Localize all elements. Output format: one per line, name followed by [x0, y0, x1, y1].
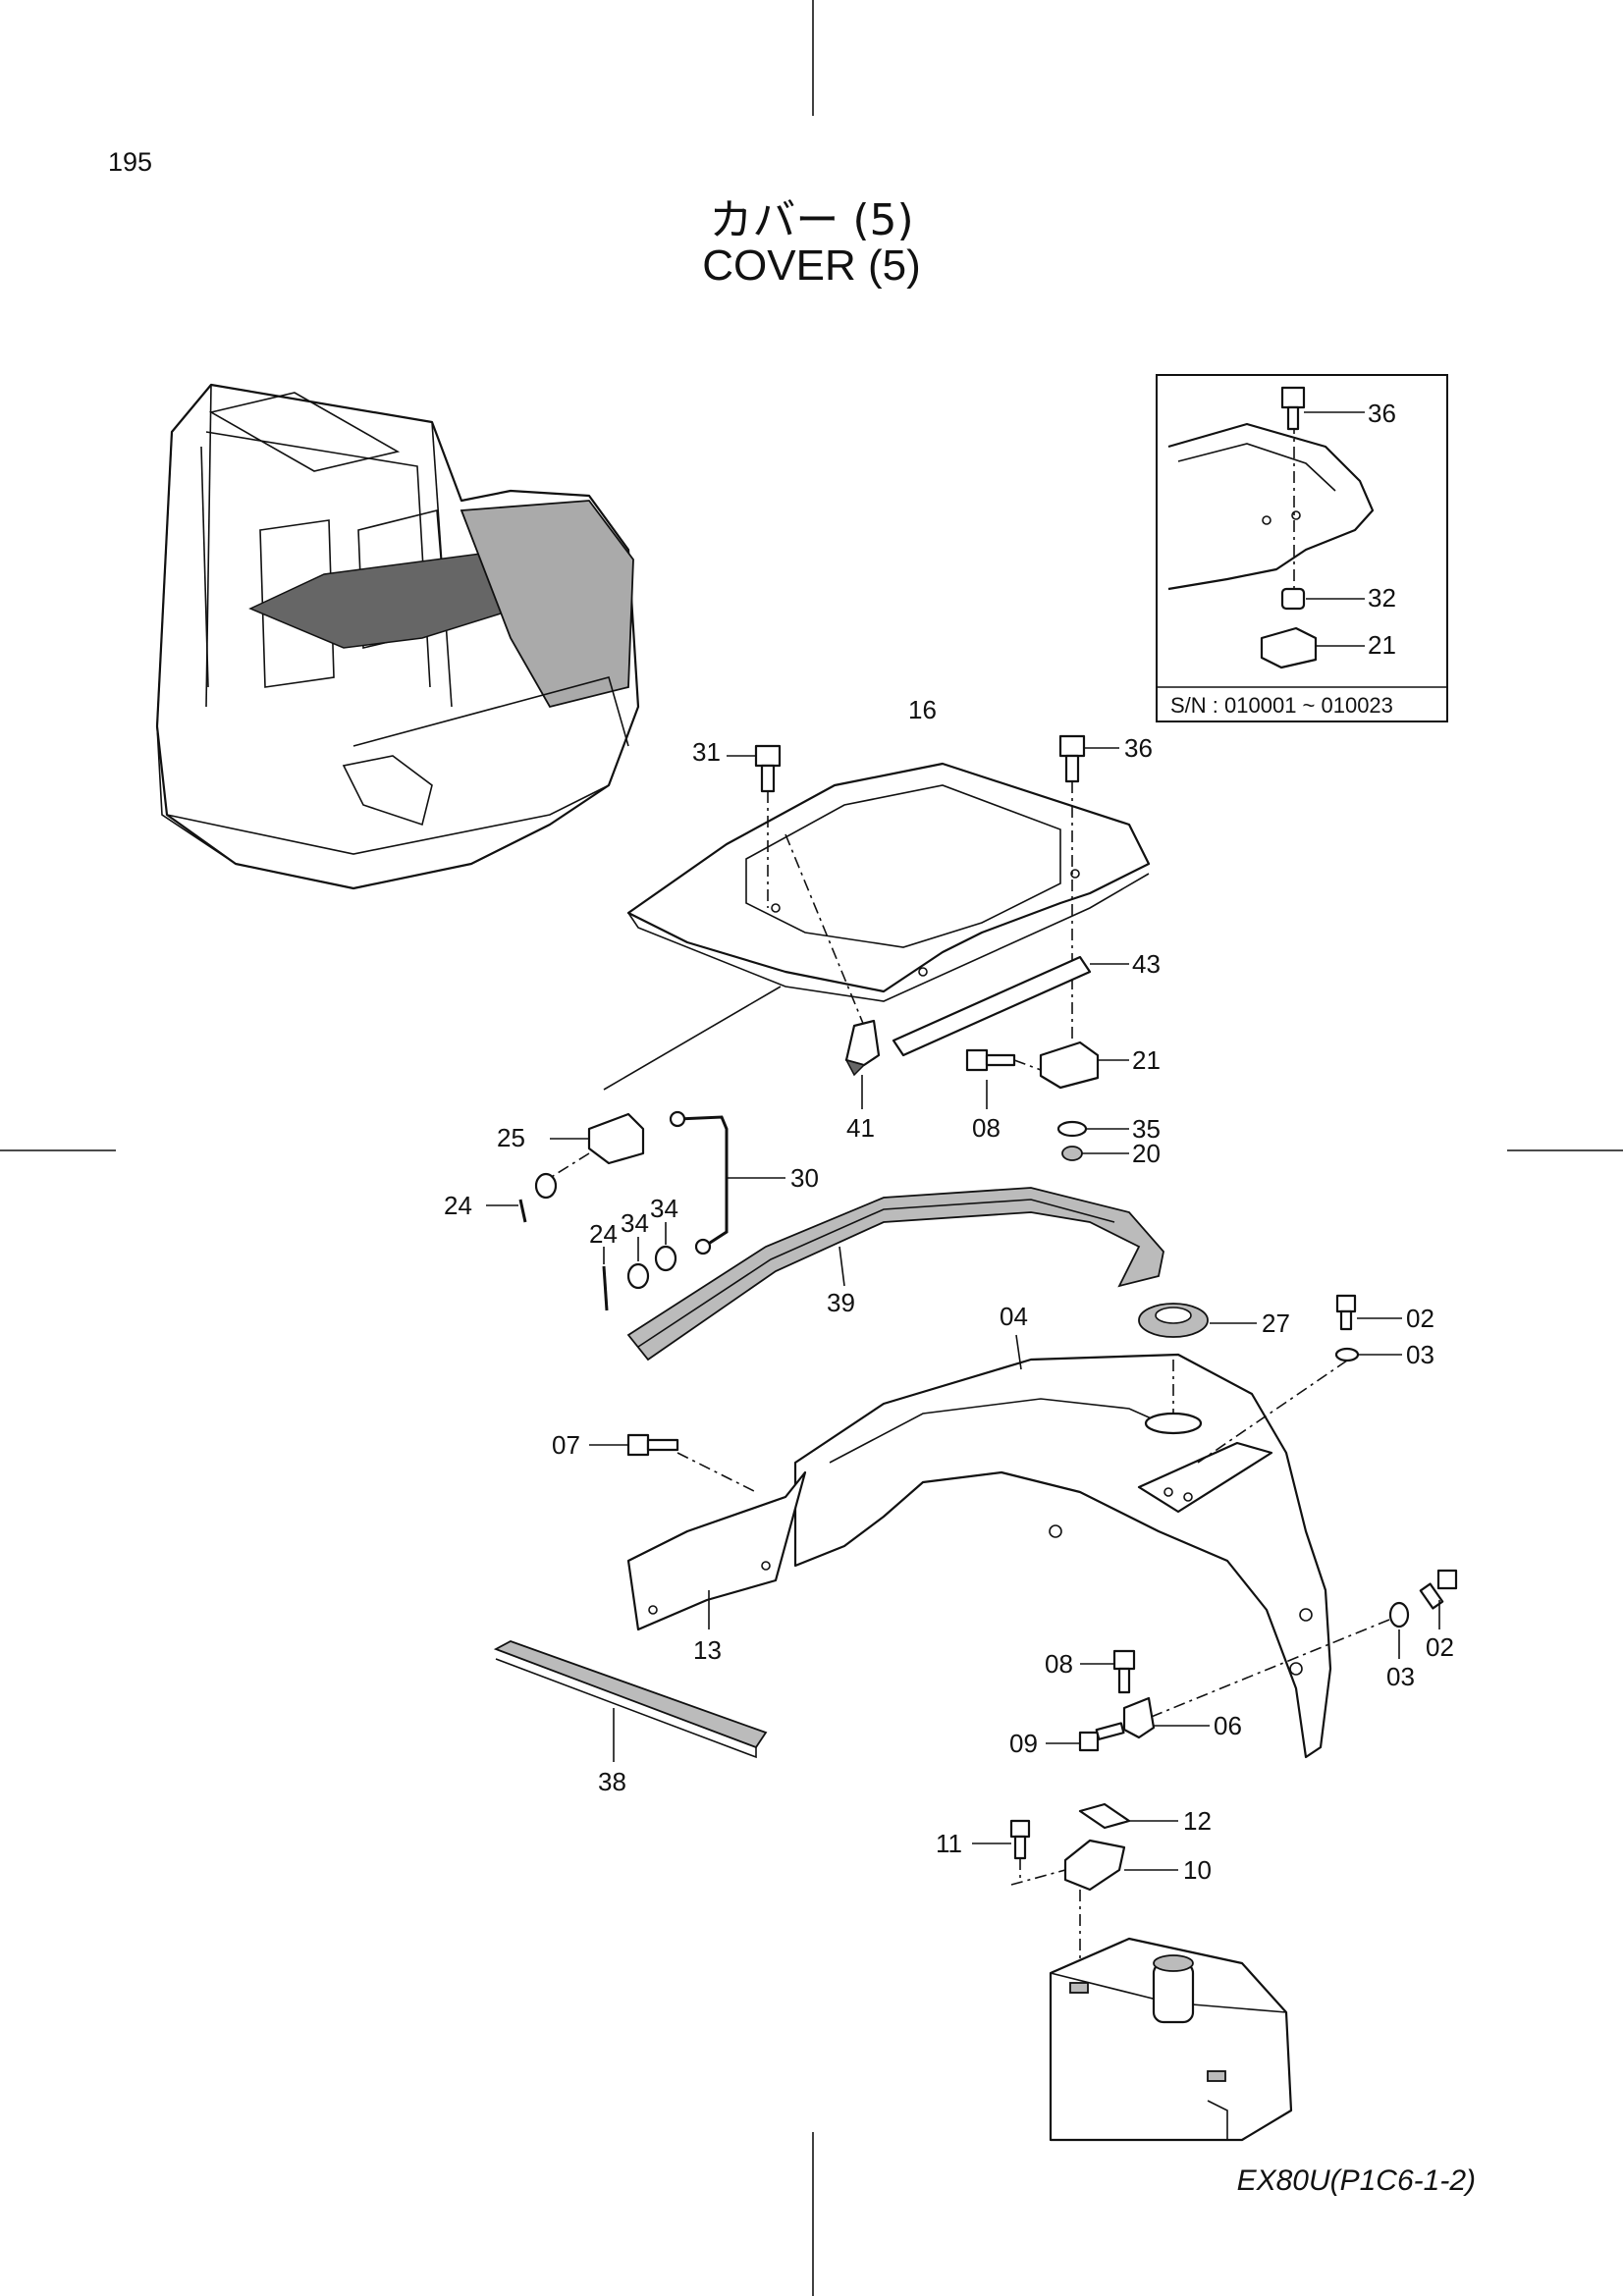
strip-part-43	[892, 955, 1129, 1057]
bolt-part-11	[972, 1819, 1066, 1886]
nut-part-20	[1061, 1146, 1129, 1161]
top-cover-part-16	[626, 762, 1151, 1002]
callout-34-left: 34	[621, 1208, 649, 1238]
serial-range-label: S/N : 010001 ~ 010023	[1170, 693, 1393, 718]
bolt-part-08-lower	[1080, 1649, 1136, 1694]
page-number: 195	[108, 147, 153, 177]
callout-02-upper: 02	[1406, 1304, 1434, 1333]
callout-16: 16	[908, 695, 937, 724]
machine-overview-illustration	[155, 383, 640, 890]
grommet-part-27	[1138, 1303, 1257, 1338]
callout-07: 07	[552, 1430, 580, 1460]
page-title-japanese: カバー (5)	[709, 195, 914, 245]
bracket-part-25	[549, 986, 782, 1179]
bolt-part-09	[1046, 1722, 1125, 1752]
callout-34-right: 34	[650, 1194, 678, 1223]
callout-43: 43	[1132, 949, 1161, 979]
callout-36: 36	[1124, 733, 1153, 763]
bolt-part-36	[1058, 734, 1119, 1041]
bracket-part-13	[626, 1470, 807, 1631]
callout-04: 04	[1000, 1302, 1028, 1331]
callout-labels: 36 32 21 S/N : 010001 ~ 010023 16 31 36 …	[444, 399, 1454, 1885]
callout-20: 20	[1132, 1139, 1161, 1168]
callout-30: 30	[790, 1163, 819, 1193]
inset-callout-32: 32	[1368, 583, 1396, 613]
callout-03-lower: 03	[1386, 1662, 1415, 1691]
callout-08-upper: 08	[972, 1113, 1001, 1143]
page-title-english: COVER (5)	[702, 241, 921, 290]
bolt-part-07	[589, 1433, 757, 1493]
inset-callout-21: 21	[1368, 630, 1396, 660]
seal-part-38	[493, 1640, 768, 1762]
inset-callout-36: 36	[1368, 399, 1396, 428]
callout-31: 31	[692, 737, 721, 767]
hinge-part-21	[1039, 1041, 1129, 1090]
fender-part-04	[793, 1334, 1332, 1759]
bolt-part-02-upper	[1335, 1294, 1402, 1331]
callout-12: 12	[1183, 1806, 1212, 1836]
washer-part-03-upper	[1197, 1347, 1402, 1464]
tank-illustration	[1049, 1937, 1293, 2142]
callout-24-left: 24	[444, 1191, 472, 1220]
callout-27: 27	[1262, 1308, 1290, 1338]
bolt-part-08-upper	[965, 1048, 1042, 1109]
bolt-part-31	[727, 744, 865, 1027]
callout-06: 06	[1214, 1711, 1242, 1740]
seal-part-39	[626, 1187, 1164, 1362]
pins-part-24	[486, 1199, 609, 1311]
callout-02-lower: 02	[1426, 1632, 1454, 1662]
callout-35: 35	[1132, 1114, 1161, 1144]
callout-10: 10	[1183, 1855, 1212, 1885]
rod-part-30	[669, 1110, 785, 1255]
callout-21: 21	[1132, 1045, 1161, 1075]
callout-03-upper: 03	[1406, 1340, 1434, 1369]
callout-11: 11	[936, 1829, 962, 1858]
callout-24-right: 24	[589, 1219, 618, 1249]
model-code: EX80U(P1C6-1-2)	[1236, 2164, 1476, 2197]
pad-part-12	[1078, 1802, 1178, 1830]
callout-08-lower: 08	[1045, 1649, 1073, 1679]
serial-inset-box	[1156, 374, 1448, 722]
washers-part-34	[534, 1172, 677, 1290]
latch-part-41	[844, 1019, 881, 1109]
washer-part-03-lower	[1148, 1601, 1410, 1719]
callout-38: 38	[598, 1767, 626, 1796]
callout-13: 13	[693, 1635, 722, 1665]
callout-41: 41	[846, 1113, 875, 1143]
washer-part-35	[1056, 1120, 1129, 1138]
bracket-part-06	[1122, 1696, 1210, 1739]
bracket-part-10	[1063, 1839, 1178, 1963]
callout-39: 39	[827, 1288, 855, 1317]
callout-09: 09	[1009, 1729, 1038, 1758]
callout-25: 25	[497, 1123, 525, 1152]
bolt-part-02-lower	[1419, 1569, 1458, 1629]
